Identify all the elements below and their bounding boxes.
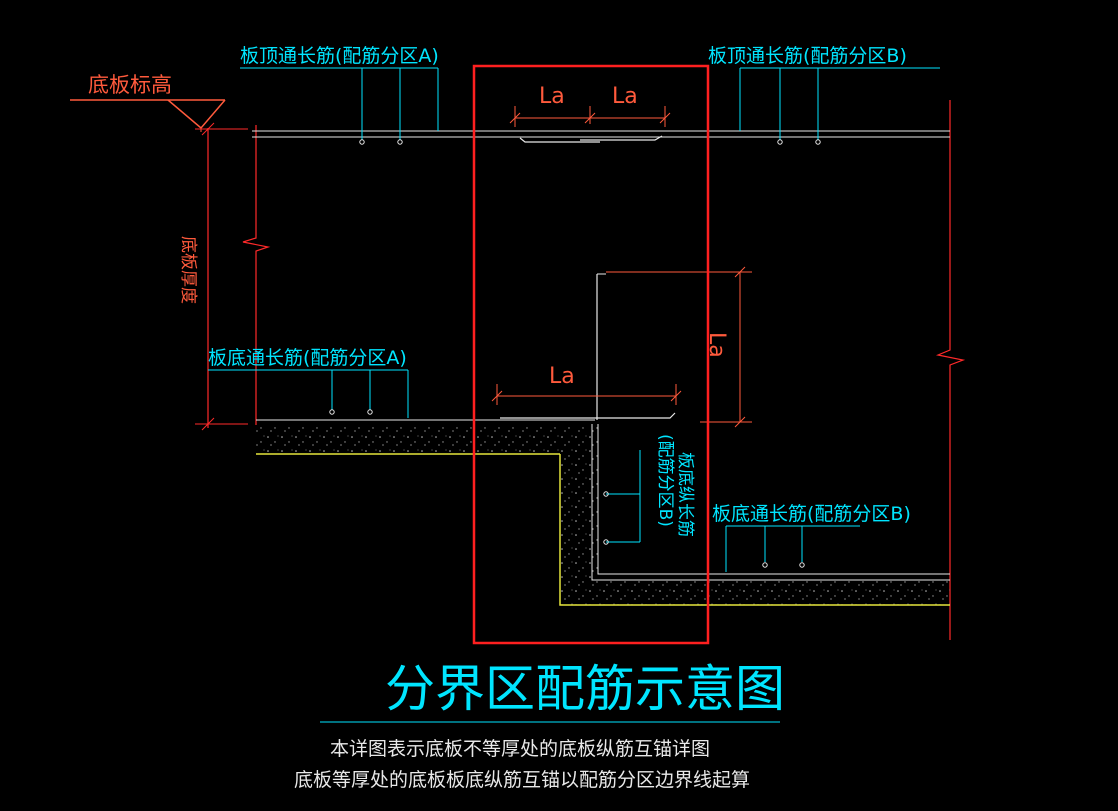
- label-slab-thickness: 底板厚度: [178, 236, 198, 304]
- bottom-bar-a-extension: [500, 412, 676, 419]
- la-vertical-dimension: [606, 266, 752, 428]
- bottom-long-bar-b-leader: [603, 450, 641, 545]
- bottom-bar-a-leader: [208, 369, 409, 418]
- left-break-line: [242, 125, 271, 425]
- slab-step-concrete: [559, 424, 950, 606]
- slab-bottom-a: [256, 419, 595, 455]
- label-la-vertical: La: [704, 332, 729, 358]
- top-bar-lap: [519, 135, 663, 143]
- right-break-line: [935, 100, 966, 640]
- anchor-bar-vertical: [596, 273, 606, 420]
- label-bottom-long-bar-b-2: (配筋分区B): [655, 434, 675, 527]
- la-top-dimension: [509, 106, 671, 127]
- label-slab-elevation: 底板标高: [88, 73, 172, 97]
- la-bottom-dimension: [491, 384, 682, 405]
- label-la-top-right: La: [612, 84, 638, 109]
- note-line-1: 本详图表示底板不等厚处的底板纵筋互锚详图: [330, 738, 710, 760]
- drawing-title: 分界区配筋示意图: [385, 660, 785, 718]
- label-bottom-bar-b: 板底通长筋(配筋分区B): [712, 503, 911, 525]
- label-la-top-left: La: [539, 84, 565, 109]
- bottom-bar-b-leader: [725, 525, 860, 572]
- label-bottom-bar-a: 板底通长筋(配筋分区A): [208, 347, 407, 369]
- label-la-bottom: La: [549, 364, 575, 389]
- note-line-2: 底板等厚处的底板板底纵筋互锚以配筋分区边界线起算: [294, 769, 750, 791]
- elevation-marker: [70, 99, 226, 132]
- thickness-dimension: [195, 122, 248, 431]
- top-bar-a-leader: [240, 67, 439, 145]
- slab-top-surface: [252, 130, 950, 138]
- label-bottom-long-bar-b-1: 板底纵长筋: [675, 452, 695, 537]
- top-bar-b-leader: [739, 67, 940, 145]
- boundary-zone-highlight[interactable]: [472, 64, 710, 645]
- label-top-bar-a: 板顶通长筋(配筋分区A): [240, 45, 439, 67]
- label-top-bar-b: 板顶通长筋(配筋分区B): [708, 45, 907, 67]
